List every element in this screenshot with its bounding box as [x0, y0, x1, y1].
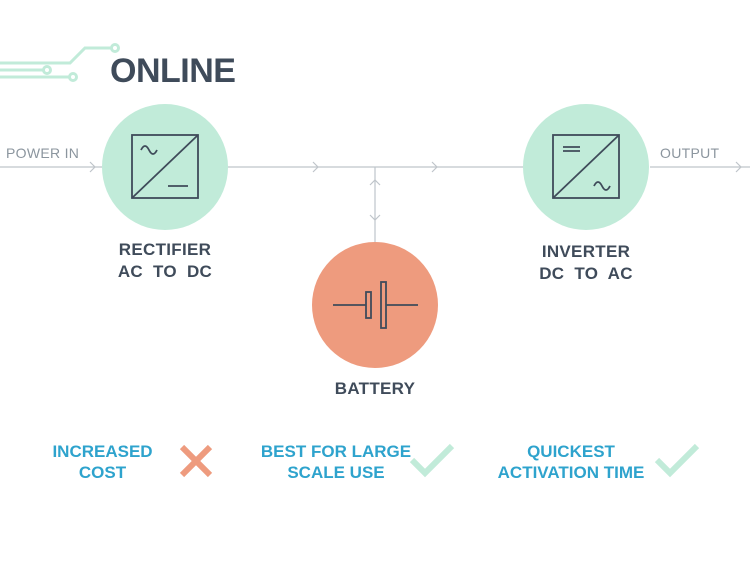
- feature-line: INCREASED: [52, 442, 153, 461]
- output-label: OUTPUT: [660, 145, 720, 161]
- feature-activation-time: QUICKEST ACTIVATION TIME: [488, 441, 654, 483]
- feature-line: BEST FOR LARGE: [260, 442, 412, 461]
- feature-line: SCALE USE: [287, 463, 385, 482]
- ac-wave-icon: [140, 145, 158, 155]
- arrow-right-icon: [735, 161, 742, 173]
- battery-label: BATTERY: [334, 379, 416, 398]
- inverter-title: INVERTER: [541, 242, 631, 261]
- battery-icon: [333, 281, 418, 329]
- ac-wave-icon: [593, 181, 611, 191]
- rectifier-label: RECTIFIER AC TO DC: [105, 239, 225, 283]
- feature-line: COST: [78, 463, 127, 482]
- power-in-label: POWER IN: [6, 145, 80, 161]
- rectifier-title: RECTIFIER: [118, 240, 212, 259]
- rectifier-subtitle: AC TO DC: [117, 262, 213, 281]
- arrow-right-icon: [89, 161, 96, 173]
- arrow-right-icon: [312, 161, 319, 173]
- cross-icon: [179, 444, 213, 478]
- feature-line: ACTIVATION TIME: [497, 463, 645, 482]
- feature-increased-cost: INCREASED COST: [40, 441, 165, 483]
- arrow-up-icon: [369, 179, 381, 186]
- arrow-down-icon: [369, 214, 381, 221]
- check-icon: [654, 443, 700, 478]
- inverter-subtitle: DC TO AC: [539, 264, 633, 283]
- feature-line: QUICKEST: [527, 442, 615, 461]
- arrow-right-icon: [431, 161, 438, 173]
- feature-large-scale: BEST FOR LARGE SCALE USE: [258, 441, 414, 483]
- page-title: ONLINE: [110, 52, 236, 90]
- inverter-label: INVERTER DC TO AC: [526, 241, 646, 285]
- check-icon: [409, 443, 455, 478]
